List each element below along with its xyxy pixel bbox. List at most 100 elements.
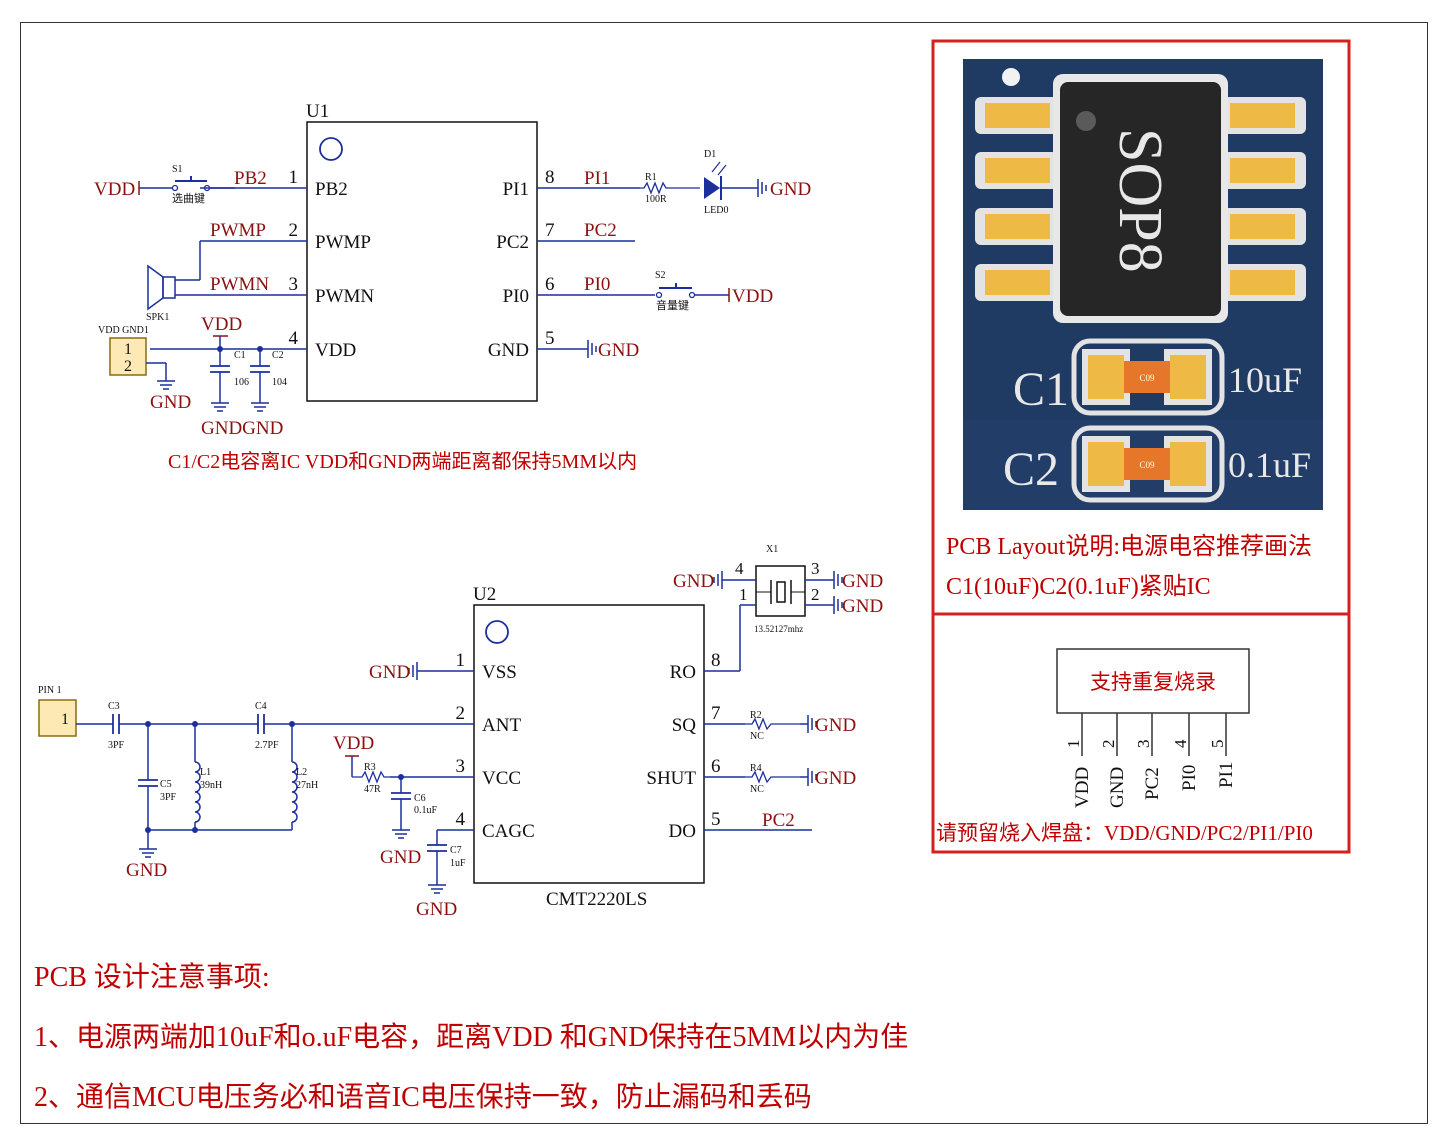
drawing-frame [20,22,1428,1124]
u1-pin6-name: PI0 [503,286,529,307]
burn-panel-border [931,612,1351,854]
r4-val: NC [750,784,764,795]
conn-ref: VDD GND1 [98,325,149,336]
x1-p4: 4 [735,559,744,578]
u1-pin7-num: 7 [545,220,555,241]
c7-val: 1uF [450,858,466,869]
d1-val: LED0 [704,205,728,216]
s2-label: 音量键 [656,298,689,312]
u2-pin1-marker [485,620,509,644]
c5-val: 3PF [160,792,177,803]
gnd-x4: GND [673,571,714,592]
burn-pin5-num: 5 [1208,740,1227,749]
u2-pin7-num: 7 [711,703,721,724]
s2-ref: S2 [655,270,666,281]
r2-r4: R2 NC GND R4 NC GND [745,710,856,795]
s1-ref: S1 [172,164,183,175]
pcb-c2-code: C09 [1139,460,1155,470]
c6-ref: C6 [414,793,426,804]
burn-connector-box [1056,648,1250,714]
c7-ref: C7 [450,845,462,856]
burn-pin3-name: PC2 [1142,767,1163,800]
spk-ref: SPK1 [146,312,169,323]
u1-pin1-marker [319,137,343,161]
burn-pin-nums: 1 2 3 4 5 [1064,739,1227,748]
burn-pin3-num: 3 [1134,740,1153,749]
gnd-r2: GND [815,715,856,736]
r2-ref: R2 [750,710,762,721]
u2-part: CMT2220LS [546,889,647,910]
gnd-caps: GNDGND [201,418,283,439]
burn-note: 请预留烧入焊盘：VDD/GND/PC2/PI1/PI0 [936,821,1313,845]
rf-network: PIN 1 1 C3 3PF C4 2.7PF C5 3PF [38,685,318,881]
gnd-c7: GND [416,899,457,920]
u1-ref: U1 [306,101,329,122]
u2-ref: U2 [473,584,496,605]
u2-pin1-name: VSS [482,662,517,683]
x1-p1: 1 [739,585,748,604]
vdd-s2: VDD [732,286,773,307]
x1-p2: 2 [811,585,820,604]
u2-pin2-num: 2 [456,703,466,724]
u2-circuit: U2 CMT2220LS 1 2 3 4 VSS ANT VCC CAGC 8 … [38,544,883,920]
u1-pin5-name: GND [488,340,529,361]
u1-pin6-num: 6 [545,274,555,295]
pcb-c1-label: C1 [1013,363,1069,416]
pcb-c2-label: C2 [1003,443,1059,496]
u1-left-pins: 1 2 3 4 PB2 PWMP PWMN VDD [150,167,374,361]
c3-ref: C3 [108,701,120,712]
notes-line1: 1、电源两端加10uF和o.uF电容，距离VDD 和GND保持在5MM以内为佳 [34,1022,909,1053]
s1-label: 选曲键 [172,191,205,205]
net-pwmp: PWMP [210,220,266,241]
u1-pin3-name: PWMN [315,286,374,307]
gnd-c6: GND [380,847,421,868]
crystal-x1: X1 13.52127mhz 4 1 3 2 GND GND GND [673,544,883,671]
u2-pin8-num: 8 [711,650,721,671]
u1-pin7-name: PC2 [496,232,529,253]
pin1-num: 1 [61,711,69,728]
r1-ref: R1 [645,172,657,183]
pcb-c2-val: 0.1uF [1228,445,1311,485]
c2-val: 104 [272,377,287,388]
sop8-body [1060,82,1221,316]
vcc-network: VDD R3 47R C6 0.1uF GND C7 1uF GND [333,733,466,920]
u1-pin2-num: 2 [289,220,299,241]
u1-pin1-name: PB2 [315,179,348,200]
c5-ref: C5 [160,779,172,790]
r3-val: 47R [364,784,381,795]
power-connector: VDD GND1 1 2 GND [98,325,191,413]
c3-val: 3PF [108,740,125,751]
d1-ref: D1 [704,149,716,160]
r1-val: 100R [645,194,667,205]
r3-ref: R3 [364,762,376,773]
l1-val: 39nH [200,780,222,791]
u2-pin1-num: 1 [456,650,466,671]
burn-pin4-num: 4 [1171,739,1190,748]
sop8-chip-label: SOP8 [1106,128,1174,273]
c2-ref: C2 [272,350,284,361]
u2-pin6-num: 6 [711,756,721,777]
pcb-c1: C1 C09 10uF [1013,338,1302,416]
u2-pin5-num: 5 [711,809,721,830]
x1-p3: 3 [811,559,820,578]
burn-pin1-name: VDD [1072,767,1093,808]
u1-right-nets: PI1 PC2 PI0 [584,168,617,295]
gnd-led: GND [770,179,811,200]
u1-circuit: U1 1 2 3 4 PB2 PWMP PWMN VDD PB2 PWMP PW… [94,101,811,473]
c4-ref: C4 [255,701,267,712]
gnd-rf: GND [126,860,167,881]
conn-pin2: 2 [124,358,132,375]
r2-val: NC [750,731,764,742]
u2-pin3-num: 3 [456,756,466,777]
u1-body [306,121,538,402]
sop8-pads [975,97,1306,301]
burn-pin2-name: GND [1107,767,1128,808]
gnd-x2: GND [842,596,883,617]
net-pb2: PB2 [234,168,267,189]
r1-led: R1 100R D1 LED0 GND [640,149,811,216]
net-pwmn: PWMN [210,274,269,295]
burn-pin-names: VDD GND PC2 PI0 PI1 [1072,762,1237,808]
u2-pin4-num: 4 [456,809,466,830]
l2-val: 27nH [296,780,318,791]
u2-pin6-name: SHUT [646,768,696,789]
